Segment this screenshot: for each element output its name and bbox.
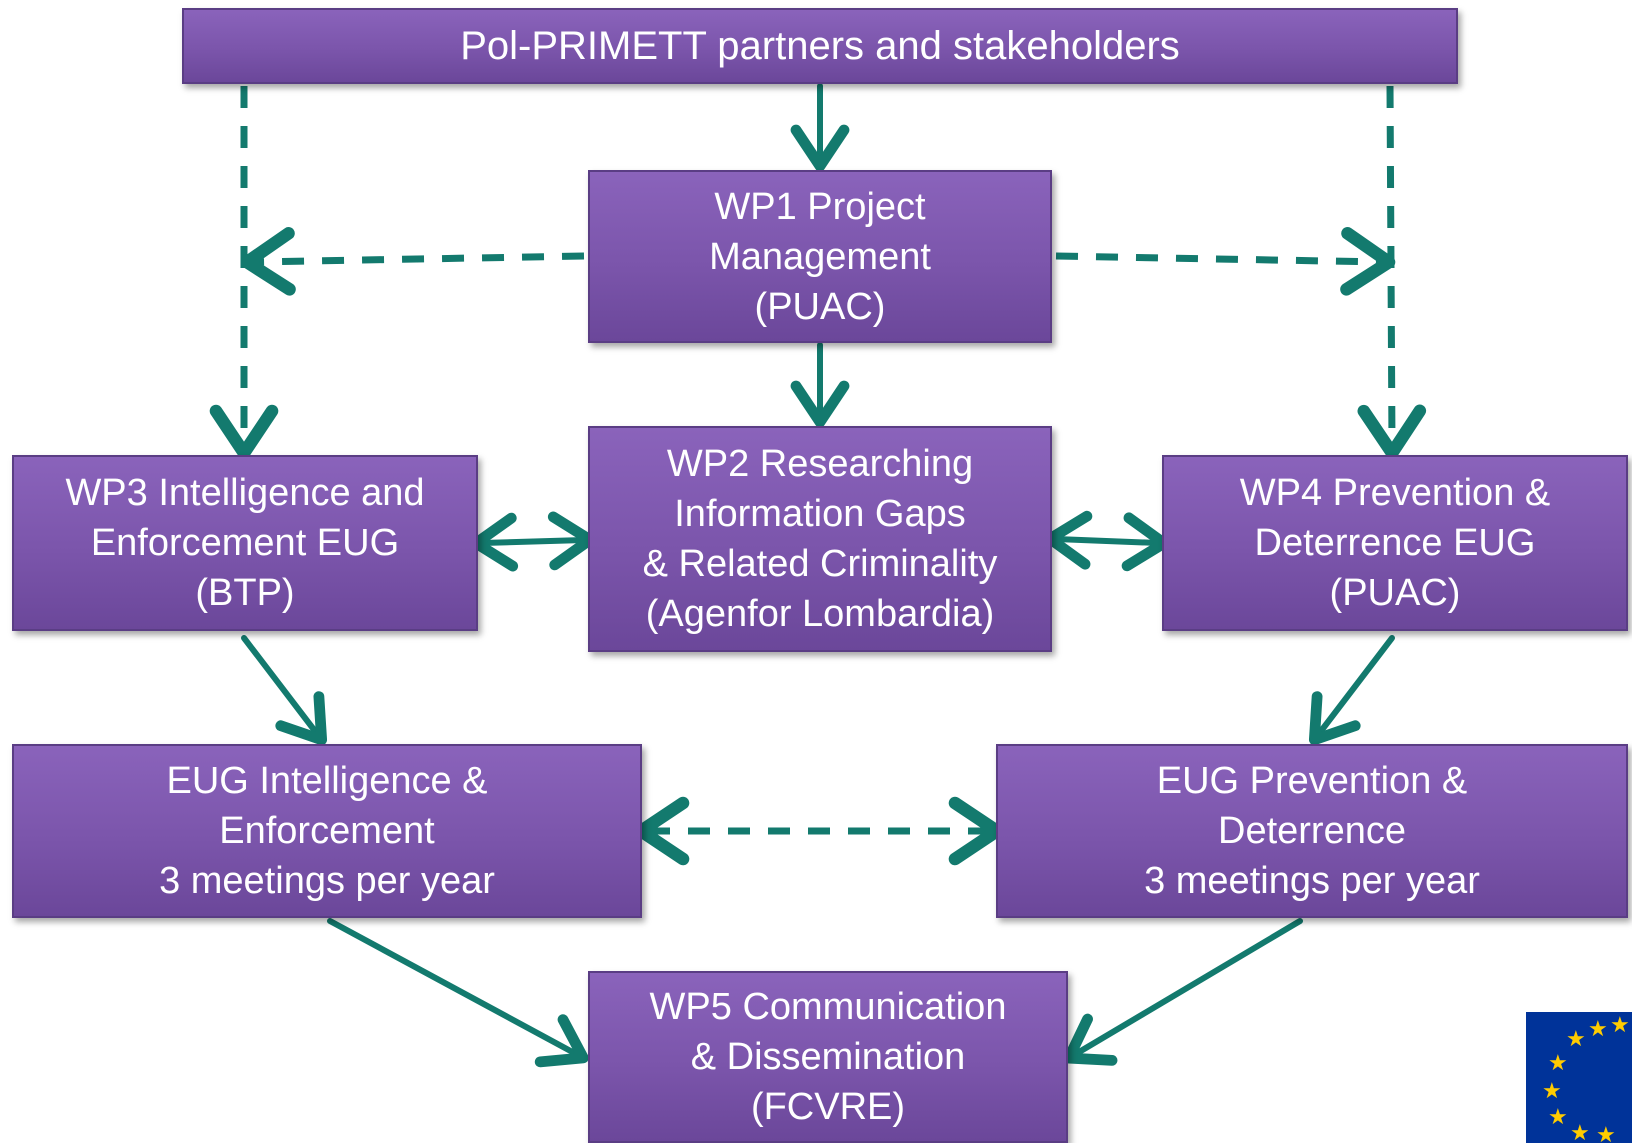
box-wp1-label: WP1 Project Management (PUAC) (709, 185, 931, 328)
flag-star: ★ (1542, 1079, 1562, 1104)
dashed-wp1-to-right (1055, 227, 1396, 296)
box-wp5-label: WP5 Communication & Dissemination (FCVRE… (649, 986, 1007, 1128)
flag-star: ★ (1596, 1123, 1616, 1143)
box-wp4-prevention: WP4 Prevention & Deterrence EUG (PUAC) (1162, 455, 1628, 631)
flag-star: ★ (1588, 1017, 1608, 1042)
flag-star: ★ (1566, 1027, 1586, 1052)
flag-star: ★ (1570, 1121, 1590, 1143)
box-wp4-label: WP4 Prevention & Deterrence EUG (PUAC) (1239, 472, 1551, 614)
box-wp3-intelligence: WP3 Intelligence and Enforcement EUG (BT… (12, 455, 478, 631)
arrow-eug-prevention-to-wp5 (1063, 918, 1303, 1066)
box-wp5-communication: WP5 Communication & Dissemination (FCVRE… (588, 971, 1068, 1143)
box-eug-intelligence: EUG Intelligence & Enforcement 3 meeting… (12, 744, 642, 918)
box-wp2-researching: WP2 Researching Information Gaps & Relat… (588, 426, 1052, 652)
box-wp2-label: WP2 Researching Information Gaps & Relat… (642, 443, 998, 635)
arrow-wp2-wp4 (1044, 510, 1170, 572)
flag-star: ★ (1548, 1051, 1568, 1076)
arrow-wp4-to-eug-prevention (1308, 635, 1395, 746)
dashed-partners-to-wp4 (1357, 85, 1427, 460)
arrow-wp3-to-eug-intelligence (241, 635, 328, 746)
arrow-eug-intelligence-to-wp5 (327, 918, 589, 1068)
flag-star: ★ (1548, 1105, 1568, 1130)
arrow-wp3-wp2 (470, 511, 596, 572)
box-wp1-project-management: WP1 Project Management (PUAC) (588, 170, 1052, 343)
box-eug-intelligence-label: EUG Intelligence & Enforcement 3 meeting… (159, 760, 495, 902)
box-wp3-label: WP3 Intelligence and Enforcement EUG (BT… (65, 472, 425, 614)
flag-star: ★ (1610, 1013, 1630, 1038)
dashed-wp1-to-left (240, 227, 585, 296)
box-eug-prevention-label: EUG Prevention & Deterrence 3 meetings p… (1144, 760, 1480, 902)
box-eug-prevention: EUG Prevention & Deterrence 3 meetings p… (996, 744, 1628, 918)
box-partners-label: Pol-PRIMETT partners and stakeholders (460, 24, 1180, 68)
eu-flag-logo: ★ ★ ★ ★ ★ ★ ★ ★ (1526, 1012, 1632, 1143)
box-partners: Pol-PRIMETT partners and stakeholders (182, 8, 1458, 84)
